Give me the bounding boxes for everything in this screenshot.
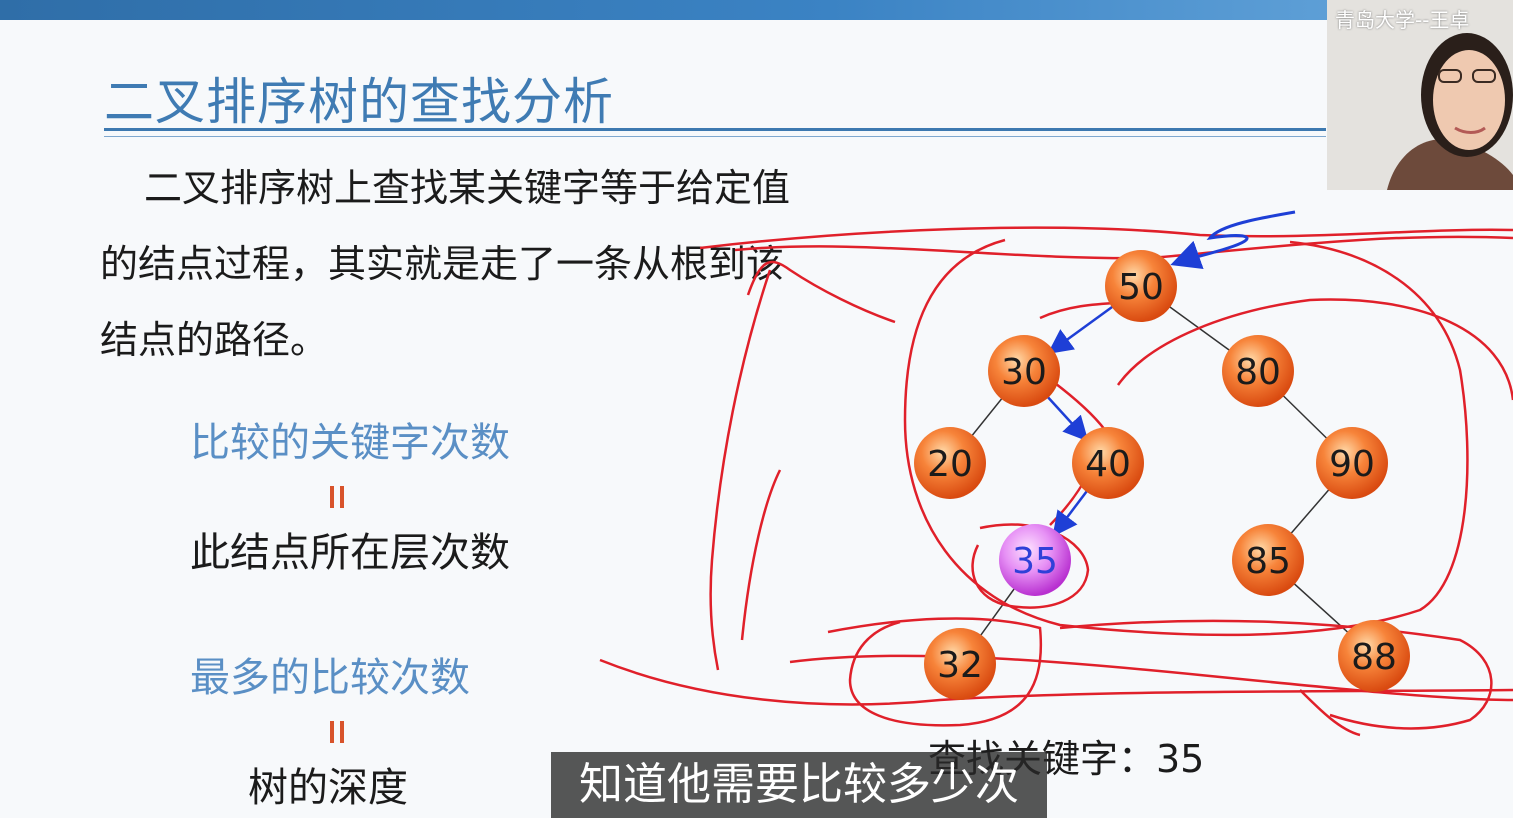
tree-node-circle (1072, 427, 1144, 499)
tree-node-80: 80 (1222, 335, 1294, 407)
tree-node-35: 35 (999, 524, 1071, 596)
tree-node-90: 90 (1316, 427, 1388, 499)
tree-node-label: 30 (1001, 352, 1047, 393)
max-compare-label: 最多的比较次数 (190, 655, 470, 701)
search-path-arrow-30-40 (1043, 392, 1089, 442)
tree-node-88: 88 (1338, 620, 1410, 692)
tree-node-32: 32 (924, 628, 996, 700)
title-divider (104, 128, 1326, 131)
tree-node-label: 40 (1085, 444, 1131, 485)
tree-node-label: 90 (1329, 444, 1375, 485)
video-subtitle: 知道他需要比较多少次 (551, 752, 1047, 818)
search-path-arrow-50-30 (1047, 302, 1118, 354)
tree-node-circle (1222, 335, 1294, 407)
tree-node-label: 88 (1351, 637, 1397, 678)
tree-node-label: 50 (1118, 267, 1164, 308)
search-path-arrow-40-35 (1052, 486, 1091, 537)
paragraph-line-1: 二叉排序树上查找某关键字等于给定值 (144, 166, 791, 210)
annotation-stroke (1299, 689, 1361, 737)
node-level-label: 此结点所在层次数 (190, 530, 510, 576)
annotation-stroke (699, 226, 1513, 250)
paragraph-line-2: 的结点过程，其实就是走了一条从根到该 (100, 242, 785, 286)
annotation-stroke (1059, 619, 1493, 730)
tree-nodes: 50 30 80 20 40 90 35 85 32 88 (914, 250, 1410, 700)
title-divider-thin (104, 136, 1326, 137)
tree-node-circle (1232, 524, 1304, 596)
tree-node-label: 32 (937, 645, 983, 686)
annotation-stroke (827, 617, 1043, 727)
annotation-stroke (740, 469, 782, 641)
description-paragraph: 二叉排序树上查找某关键字等于给定值 的结点过程，其实就是走了一条从根到该 结点的… (100, 150, 900, 378)
tree-node-label: 85 (1245, 541, 1291, 582)
compare-count-label: 比较的关键字次数 (190, 420, 510, 466)
tree-node-label: 80 (1235, 352, 1281, 393)
tree-node-circle (1338, 620, 1410, 692)
tree-node-circle (914, 427, 986, 499)
top-banner (0, 0, 1513, 20)
freehand-annotations (599, 226, 1513, 737)
tree-node-85: 85 (1232, 524, 1304, 596)
tree-node-circle (1105, 250, 1177, 322)
equals-sign-1 (330, 486, 344, 508)
paragraph-line-3: 结点的路径。 (100, 318, 329, 362)
annotation-stroke (903, 238, 1469, 637)
tree-node-circle (999, 524, 1071, 596)
tree-node-50: 50 (1105, 250, 1177, 322)
slide-title: 二叉排序树的查找分析 (104, 73, 614, 131)
webcam-watermark: 青岛大学--王卓 (1335, 8, 1470, 32)
tree-node-circle (924, 628, 996, 700)
tree-node-30: 30 (988, 335, 1060, 407)
squiggle-arrow (1170, 210, 1296, 270)
tree-node-circle (988, 335, 1060, 407)
presenter-avatar (1327, 0, 1513, 190)
equals-sign-2 (330, 721, 344, 743)
annotation-stroke (709, 269, 772, 671)
annotation-stroke (789, 654, 1513, 702)
presenter-webcam: 青岛大学--王卓 (1327, 0, 1513, 190)
tree-node-label: 35 (1012, 541, 1058, 582)
tree-depth-label: 树的深度 (248, 765, 408, 811)
search-path-arrows (1043, 302, 1118, 537)
annotation-stroke (746, 260, 896, 324)
tree-node-circle (1316, 427, 1388, 499)
tree-node-20: 20 (914, 427, 986, 499)
tree-node-40: 40 (1072, 427, 1144, 499)
annotation-stroke (1116, 298, 1513, 401)
tree-node-label: 20 (927, 444, 973, 485)
